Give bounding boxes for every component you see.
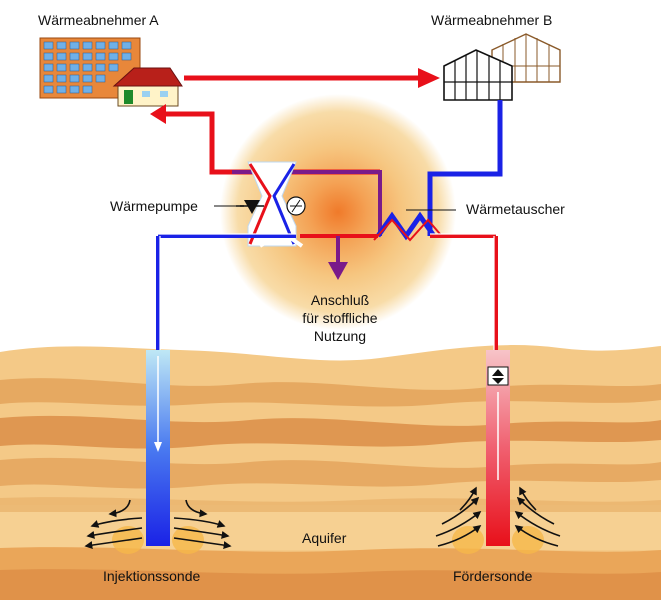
compressor-icon (286, 196, 306, 216)
connection-label-line3: Nutzung (313, 328, 367, 344)
energy-glow (220, 94, 456, 330)
heat-pump-label: Wärmepumpe (110, 198, 198, 214)
ground-strata (0, 345, 661, 600)
production-well-label: Fördersonde (453, 568, 533, 584)
valve-icon (236, 200, 264, 214)
connection-label-line2: für stoffliche (302, 310, 378, 326)
heat-exchanger-icon (373, 211, 441, 242)
consumer-a-house-icon (112, 67, 183, 107)
return-line-from-b (427, 100, 503, 236)
injection-well-label: Injektionssonde (103, 568, 201, 584)
consumer-b-label: Wärmeabnehmer B (431, 12, 553, 28)
connection-label-line1: Anschluß (310, 292, 370, 308)
heat-pump-icon (247, 161, 304, 248)
injection-flow-arrows (84, 499, 232, 550)
heat-flow-arrowhead (418, 68, 440, 88)
consumer-a-label: Wärmeabnehmer A (38, 12, 159, 28)
consumer-b-greenhouse-icon (443, 33, 561, 101)
aquifer-label: Aquifer (302, 530, 347, 546)
heat-exchanger-label: Wärmetauscher (466, 201, 565, 217)
injection-well (146, 236, 170, 546)
connection-arrow (328, 236, 348, 280)
production-flow-arrows (435, 486, 561, 547)
production-well (486, 236, 510, 546)
